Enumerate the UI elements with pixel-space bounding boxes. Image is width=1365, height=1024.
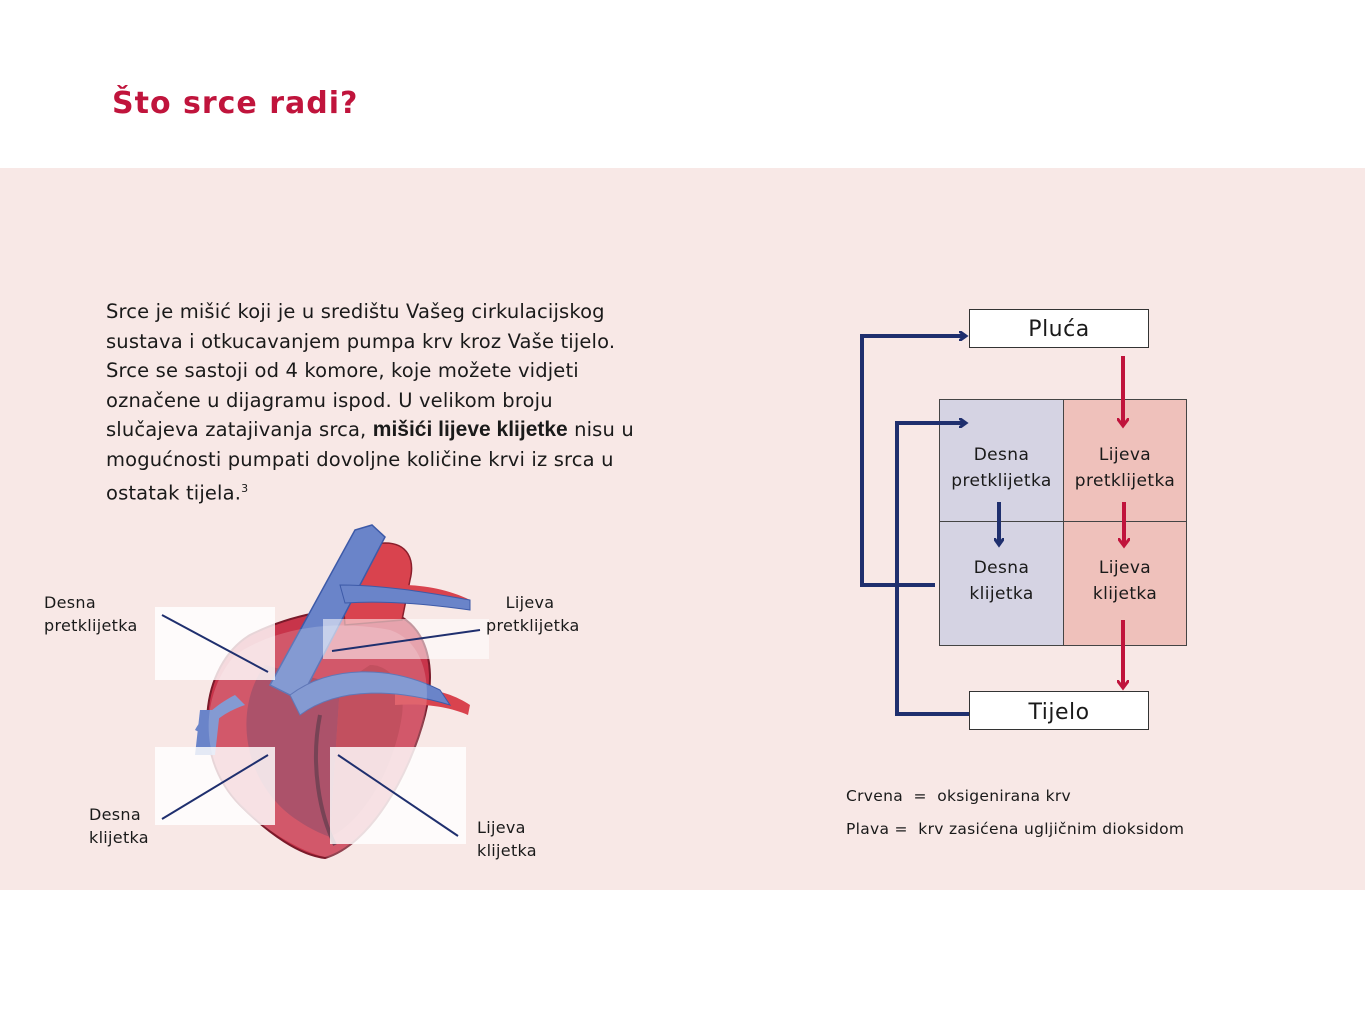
- flow-left-ventricle-line1: Lijeva: [1098, 558, 1152, 578]
- intro-paragraph: Srce je mišić koji je u središtu Vašeg c…: [106, 297, 646, 508]
- label-left-atrium-line1: Lijeva: [505, 593, 555, 612]
- label-right-atrium-line2: pretklijetka: [44, 616, 138, 635]
- flow-cell-left-atrium: Lijeva pretklijetka: [1063, 399, 1187, 522]
- arrow-body-to-ra: [895, 423, 969, 716]
- lungs-box: Pluća: [969, 309, 1149, 348]
- intro-bold-text: mišići lijeve klijetke: [372, 418, 568, 441]
- flow-right-ventricle-line1: Desna: [973, 558, 1030, 578]
- flow-right-ventricle-line2: klijetka: [969, 584, 1034, 604]
- intro-text-before: Srce je mišić koji je u središtu Vašeg c…: [106, 300, 616, 441]
- label-right-atrium-line1: Desna: [44, 593, 96, 612]
- footnote-marker: 3: [241, 482, 249, 495]
- label-left-ventricle: Lijeva klijetka: [477, 816, 537, 862]
- flow-right-atrium-line2: pretklijetka: [951, 471, 1052, 491]
- flow-left-ventricle-line2: klijetka: [1092, 584, 1158, 604]
- heart-illustration: [155, 524, 489, 860]
- flow-left-atrium-line2: pretklijetka: [1074, 471, 1176, 491]
- flow-right-atrium-line1: Desna: [973, 445, 1030, 465]
- label-right-ventricle: Desna klijetka: [89, 803, 149, 849]
- label-left-ventricle-line1: Lijeva: [477, 818, 526, 837]
- arrow-rv-to-lungs: [860, 336, 965, 587]
- label-right-ventricle-line1: Desna: [89, 805, 141, 824]
- label-right-ventricle-line2: klijetka: [89, 828, 149, 847]
- label-left-atrium-line2: pretklijetka: [486, 616, 580, 635]
- legend-blue: Plava = krv zasićena ugljičnim dioksidom: [846, 820, 1185, 838]
- label-left-ventricle-line2: klijetka: [477, 841, 537, 860]
- label-left-atrium: Lijeva pretklijetka: [486, 591, 580, 637]
- body-box: Tijelo: [969, 691, 1149, 730]
- page-title: Što srce radi?: [112, 86, 359, 121]
- intro-text-after: nisu u mogućnosti pumpati dovoljne količ…: [106, 418, 634, 505]
- label-right-atrium: Desna pretklijetka: [44, 591, 138, 637]
- flow-left-atrium-line1: Lijeva: [1098, 445, 1152, 465]
- legend-red: Crvena = oksigenirana krv: [846, 787, 1072, 805]
